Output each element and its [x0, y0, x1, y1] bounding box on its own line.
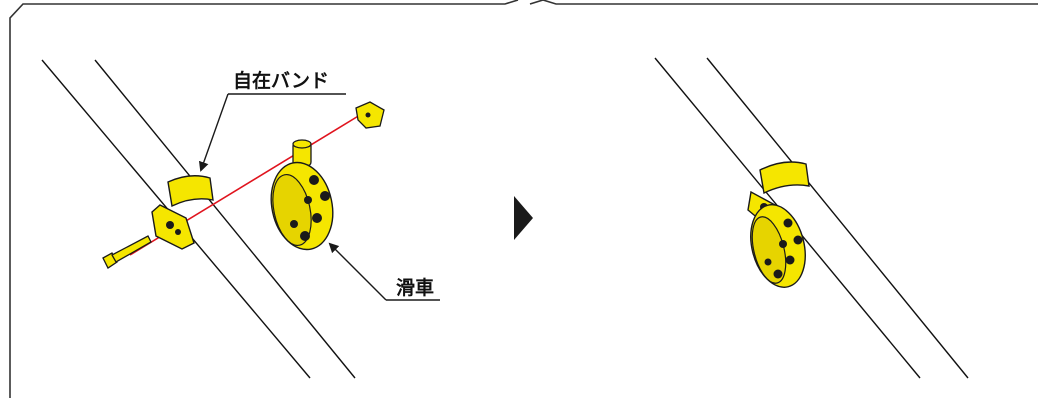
play-triangle-icon: [514, 196, 533, 240]
pulley-part: [270, 139, 334, 251]
panel-before: [9, 0, 519, 398]
pole-right: [654, 57, 969, 379]
callout-pulley: 滑車: [328, 242, 440, 301]
assembled-pulley: [750, 204, 806, 288]
panel-after: [529, 0, 1038, 5]
band-part: [151, 175, 214, 250]
nut-part: [355, 101, 385, 129]
bolt-part: [102, 235, 152, 269]
callout-band: 自在バンド: [198, 69, 346, 172]
pulley-label: 滑車: [396, 276, 434, 299]
band-label: 自在バンド: [233, 69, 329, 92]
